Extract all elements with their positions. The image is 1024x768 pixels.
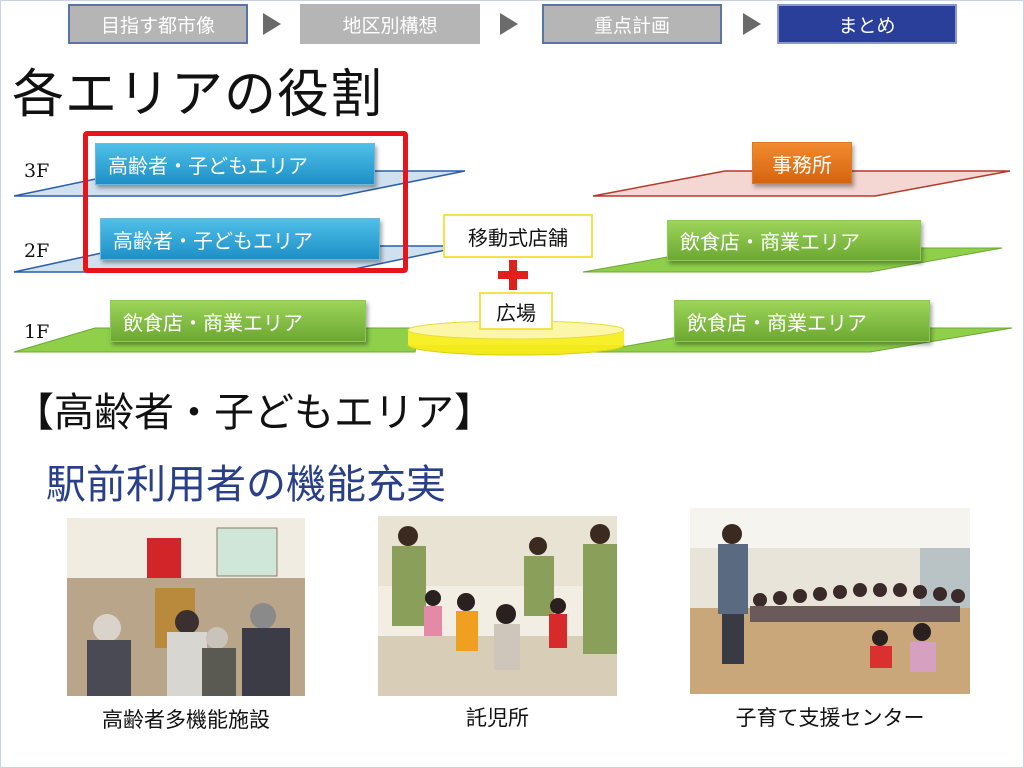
area-dining-1f-right: 飲食店・商業エリア [674,300,930,342]
nav-step-summary[interactable]: まとめ [777,4,957,44]
caption-childcare-center: 子育て支援センター [735,706,925,730]
floor-label-1f: 1F [24,321,50,343]
area-plaza: 広場 [479,292,553,330]
nav-step-district[interactable]: 地区別構想 [300,4,480,44]
photo-elderly-facility-image [67,518,305,696]
photo-elderly-facility [67,518,305,696]
photo-nursery [378,516,617,696]
floor-label-3f: 3F [24,160,50,182]
area-dining-2f-right: 飲食店・商業エリア [667,220,921,261]
nav-arrow-icon [743,13,761,35]
plus-icon [498,260,528,290]
photo-childcare-center [690,508,970,694]
floor-label-2f: 2F [24,240,50,262]
page-title: 各エリアの役割 [12,65,384,125]
section-subtitle: 駅前利用者の機能充実 [46,462,446,508]
nav-arrow-icon [500,13,518,35]
nav-arrow-icon [263,13,281,35]
nav-step-priority[interactable]: 重点計画 [542,4,722,44]
section-heading: 【高齢者・子どもエリア】 [14,390,494,436]
area-elderly-kids-2f: 高齢者・子どもエリア [100,218,380,260]
area-dining-1f-left: 飲食店・商業エリア [110,300,366,342]
photo-childcare-center-image [690,508,970,694]
area-office-3f: 事務所 [752,142,852,184]
caption-elderly-facility: 高齢者多機能施設 [102,708,270,732]
photo-nursery-image [378,516,617,696]
nav-step-vision[interactable]: 目指す都市像 [68,4,248,44]
area-mobile-store: 移動式店舗 [443,214,593,258]
area-elderly-kids-3f: 高齢者・子どもエリア [95,143,375,185]
highlight-box [83,131,408,273]
caption-nursery: 託児所 [466,706,529,730]
